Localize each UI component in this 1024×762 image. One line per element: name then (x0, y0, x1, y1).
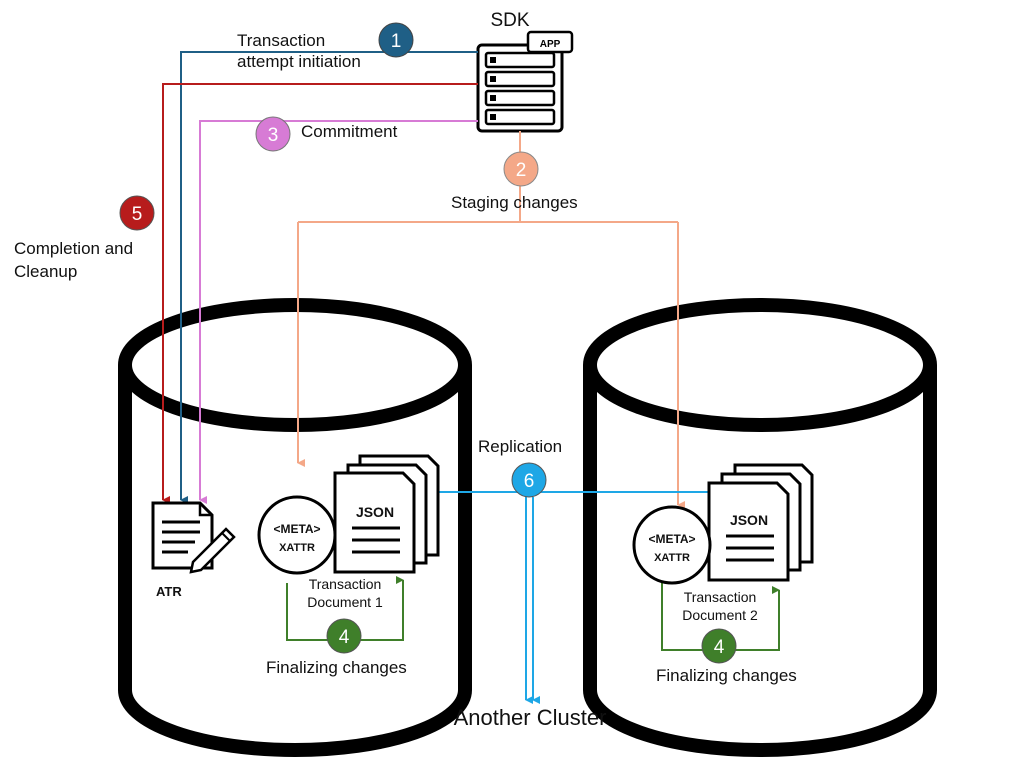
step5-arrow (162, 83, 478, 504)
step-4-number-right: 4 (714, 637, 725, 658)
json-document-stack-right (707, 463, 814, 582)
step1-arrow (180, 51, 478, 504)
step-4-badge-left: 4 (326, 618, 362, 654)
step-1-label-line2: attempt initiation (237, 52, 361, 71)
sdk-title: SDK (490, 10, 529, 31)
doc1-caption-line1: Transaction (309, 576, 382, 592)
atr-label: ATR (156, 584, 182, 599)
step-1-label-line1: Transaction (237, 31, 325, 50)
step-2-badge: 2 (503, 151, 539, 187)
atr-document-icon (151, 501, 236, 574)
step3-arrow (199, 120, 478, 504)
app-badge: APP (540, 39, 561, 50)
meta-label-right: <META> (648, 532, 695, 546)
step-6-badge: 6 (511, 462, 547, 498)
json-label-right: JSON (730, 512, 768, 528)
doc1-caption-line2: Document 1 (307, 594, 383, 610)
step-6-label: Replication (478, 437, 562, 456)
step-6-number: 6 (524, 471, 535, 492)
another-cluster-label: Another Cluster (454, 705, 607, 730)
step-3-number: 3 (268, 125, 279, 146)
step-4-number-left: 4 (339, 627, 350, 648)
sdk-server-icon (476, 30, 574, 133)
json-label-left: JSON (356, 504, 394, 520)
step-4-badge-right: 4 (701, 628, 737, 664)
step-3-badge: 3 (255, 116, 291, 152)
step-5-label-line2: Cleanup (14, 262, 77, 281)
step-2-number: 2 (516, 160, 527, 181)
xattr-label-left: XATTR (279, 542, 315, 554)
step-4-label-right: Finalizing changes (656, 666, 797, 685)
meta-xattr-badge-right (632, 505, 712, 585)
step-3-label: Commitment (301, 122, 398, 141)
step-5-label-line1: Completion and (14, 239, 133, 258)
step-5-number: 5 (132, 204, 143, 225)
doc2-caption-line1: Transaction (684, 589, 757, 605)
xattr-label-right: XATTR (654, 552, 690, 564)
step-5-badge: 5 (119, 195, 155, 231)
step-2-label: Staging changes (451, 193, 578, 212)
doc2-caption-line2: Document 2 (682, 607, 758, 623)
json-document-stack-left (333, 454, 440, 574)
step-1-badge: 1 (378, 22, 414, 58)
meta-xattr-badge-left (257, 495, 337, 575)
step-4-label-left: Finalizing changes (266, 658, 407, 677)
meta-label-left: <META> (273, 522, 320, 536)
step-1-number: 1 (391, 31, 402, 52)
